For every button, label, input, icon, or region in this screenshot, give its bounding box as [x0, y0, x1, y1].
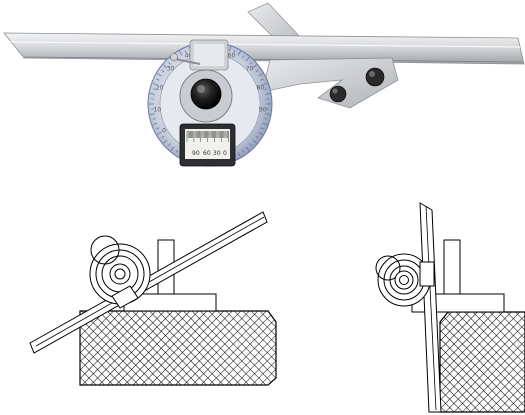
- dial-tick: [149, 93, 155, 95]
- dial-tick: [152, 82, 158, 86]
- dial-hub-right: [399, 275, 409, 285]
- dial-number: 80: [257, 85, 265, 92]
- dial-tick: [233, 50, 236, 54]
- dial-tick: [241, 149, 245, 153]
- clamp-knob-left: [329, 85, 347, 103]
- vernier-number: 0: [223, 150, 227, 157]
- dial-tick: [260, 127, 264, 130]
- magnifier-lens: [190, 78, 222, 110]
- dial-tick: [264, 118, 268, 120]
- vernier-numbers: 90 60 30 0: [192, 150, 227, 157]
- dial-number: 0: [162, 128, 166, 135]
- vernier-number: 30: [213, 150, 221, 157]
- vernier-number: 60: [203, 150, 211, 157]
- dial-tick: [255, 135, 259, 139]
- lower-arm: [261, 57, 399, 109]
- dial-tick: [255, 69, 259, 73]
- dial-tick: [156, 127, 160, 130]
- dial-tick: [262, 122, 268, 126]
- dial-tick: [260, 78, 264, 81]
- usage-diagram-right: [375, 202, 525, 413]
- upright-post-right: [443, 239, 461, 295]
- dial-tick: [264, 88, 268, 90]
- dial-tick: [262, 82, 268, 86]
- blade-clamp-right: [419, 261, 435, 287]
- vertical-blade-right: [419, 202, 442, 413]
- vernier-ticks: [186, 131, 229, 142]
- main-blade: [3, 32, 525, 65]
- dial-tick: [245, 57, 250, 62]
- dial-number: 60: [228, 53, 236, 60]
- dial-tick: [237, 51, 241, 56]
- dial-tick: [252, 139, 257, 144]
- dial-tick: [163, 64, 168, 69]
- clamp-knob-right: [365, 67, 385, 87]
- vernier-number: 90: [192, 150, 200, 157]
- blade-clamp-left: [111, 285, 139, 309]
- dial-tick: [152, 122, 158, 126]
- dial-tick: [152, 88, 156, 90]
- dial-tick: [249, 143, 252, 146]
- dial-tick: [157, 131, 162, 135]
- dial-tick: [258, 131, 263, 135]
- dial-number: 10: [153, 107, 161, 114]
- dial-tick: [161, 69, 165, 73]
- dial-tick: [237, 152, 241, 157]
- dial-hub-left: [114, 268, 126, 280]
- dial-tick: [179, 51, 183, 56]
- dial-number: 40: [185, 53, 193, 60]
- dial-tick: [168, 62, 171, 65]
- dial-number: 90: [259, 107, 267, 114]
- dial-tick: [175, 149, 179, 153]
- dial-number: 20: [156, 85, 164, 92]
- dial-tick: [245, 146, 250, 151]
- dial-tick: [265, 93, 271, 95]
- dial-number: 30: [167, 66, 175, 73]
- dial-tick: [157, 73, 162, 77]
- workpiece-left: [79, 310, 277, 386]
- dial-tick: [152, 118, 156, 120]
- dial-tick: [184, 50, 187, 54]
- dial-tick: [156, 78, 160, 81]
- protractor-photo: 0102030405060708090 90 60 30 0: [3, 2, 525, 167]
- dial-tick: [161, 135, 165, 139]
- dial-tick: [149, 113, 155, 115]
- dial-numbers: 0102030405060708090: [153, 48, 266, 135]
- dial-number: 70: [246, 66, 254, 73]
- dial-tick: [168, 143, 171, 146]
- dial-tick: [249, 62, 252, 65]
- dial-tick: [252, 64, 257, 69]
- dial-tick: [265, 113, 271, 115]
- dial-tick: [258, 73, 263, 77]
- dial-tick: [170, 146, 175, 151]
- dial-tick: [241, 55, 245, 59]
- usage-diagram-acute: [29, 211, 277, 386]
- dial-tick: [228, 46, 232, 52]
- workpiece-right: [439, 311, 525, 413]
- dial-tick: [163, 139, 168, 144]
